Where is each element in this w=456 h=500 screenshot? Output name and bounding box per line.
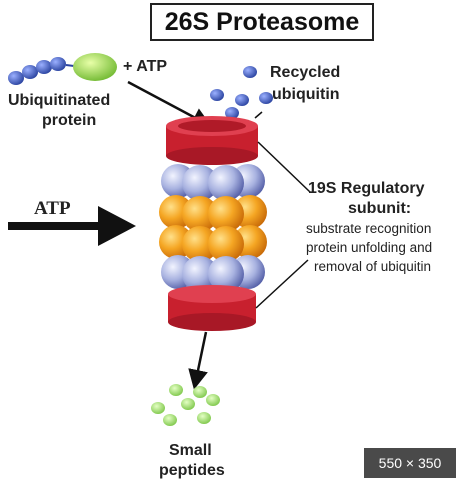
recycled-label-line1: Recycled <box>270 64 341 81</box>
beta-rings-core <box>159 195 267 262</box>
alpha-ring-bottom <box>161 255 265 292</box>
alpha-ring-top <box>161 164 265 201</box>
atp-label: ATP <box>34 198 71 219</box>
regulatory-desc-line3: removal of ubiquitin <box>314 259 432 274</box>
regulatory-label-line1: 19S Regulatory <box>308 180 425 197</box>
regulatory-desc-line2: protein unfolding and <box>306 240 433 255</box>
small-peptides-label-line1: Small <box>169 442 212 459</box>
ubiquitinated-label-line2: protein <box>42 112 97 129</box>
recycled-ubiquitin-dots <box>210 66 273 119</box>
small-peptides-label-line2: peptides <box>159 462 225 479</box>
exit-arrow <box>188 331 208 390</box>
regulatory-label-line2: subunit: <box>348 200 412 217</box>
top-regulatory-cap <box>166 116 258 165</box>
regulatory-desc-line1: substrate recognition <box>306 221 432 236</box>
ubiquitin-chain <box>8 57 75 85</box>
small-peptides <box>151 384 220 426</box>
diagram-title: 26S Proteasome <box>150 3 374 41</box>
bottom-regulatory-cap <box>168 285 256 331</box>
image-size-badge: 550 × 350 <box>364 448 456 478</box>
plus-atp-label: + ATP <box>123 58 168 75</box>
entry-arrow <box>127 80 212 127</box>
recycled-arrow <box>254 111 263 119</box>
regulatory-pointer-bottom <box>255 259 309 309</box>
ubiquitinated-label-line1: Ubiquitinated <box>8 92 111 109</box>
atp-arrow <box>8 206 136 246</box>
regulatory-pointer-top <box>257 141 311 193</box>
target-protein <box>73 53 117 81</box>
recycled-label-line2: ubiquitin <box>272 86 340 103</box>
